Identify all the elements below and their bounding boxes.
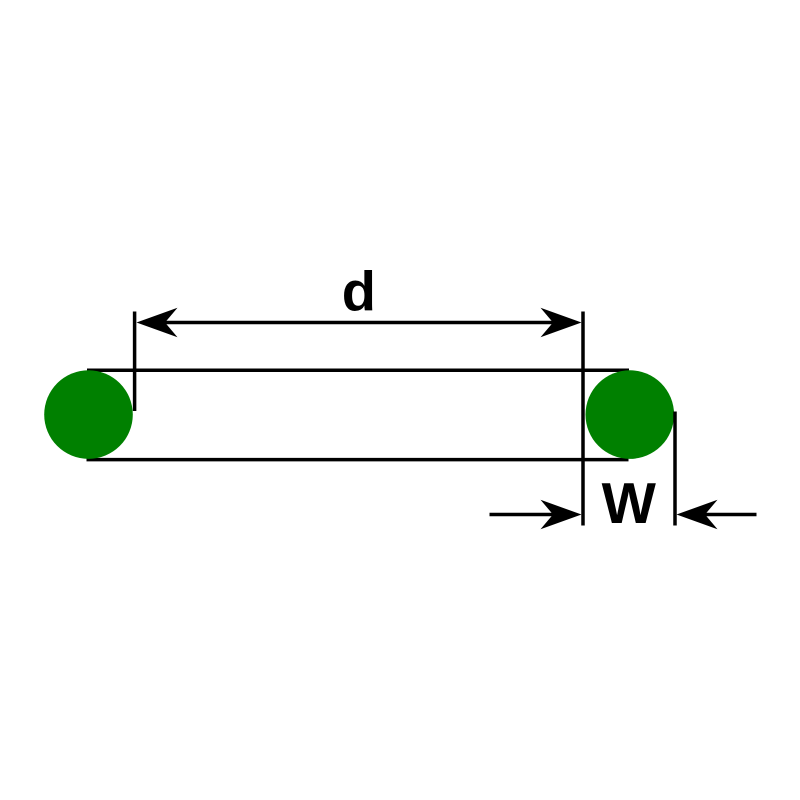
svg-text:W: W [602,472,657,536]
svg-text:d: d [342,260,376,323]
